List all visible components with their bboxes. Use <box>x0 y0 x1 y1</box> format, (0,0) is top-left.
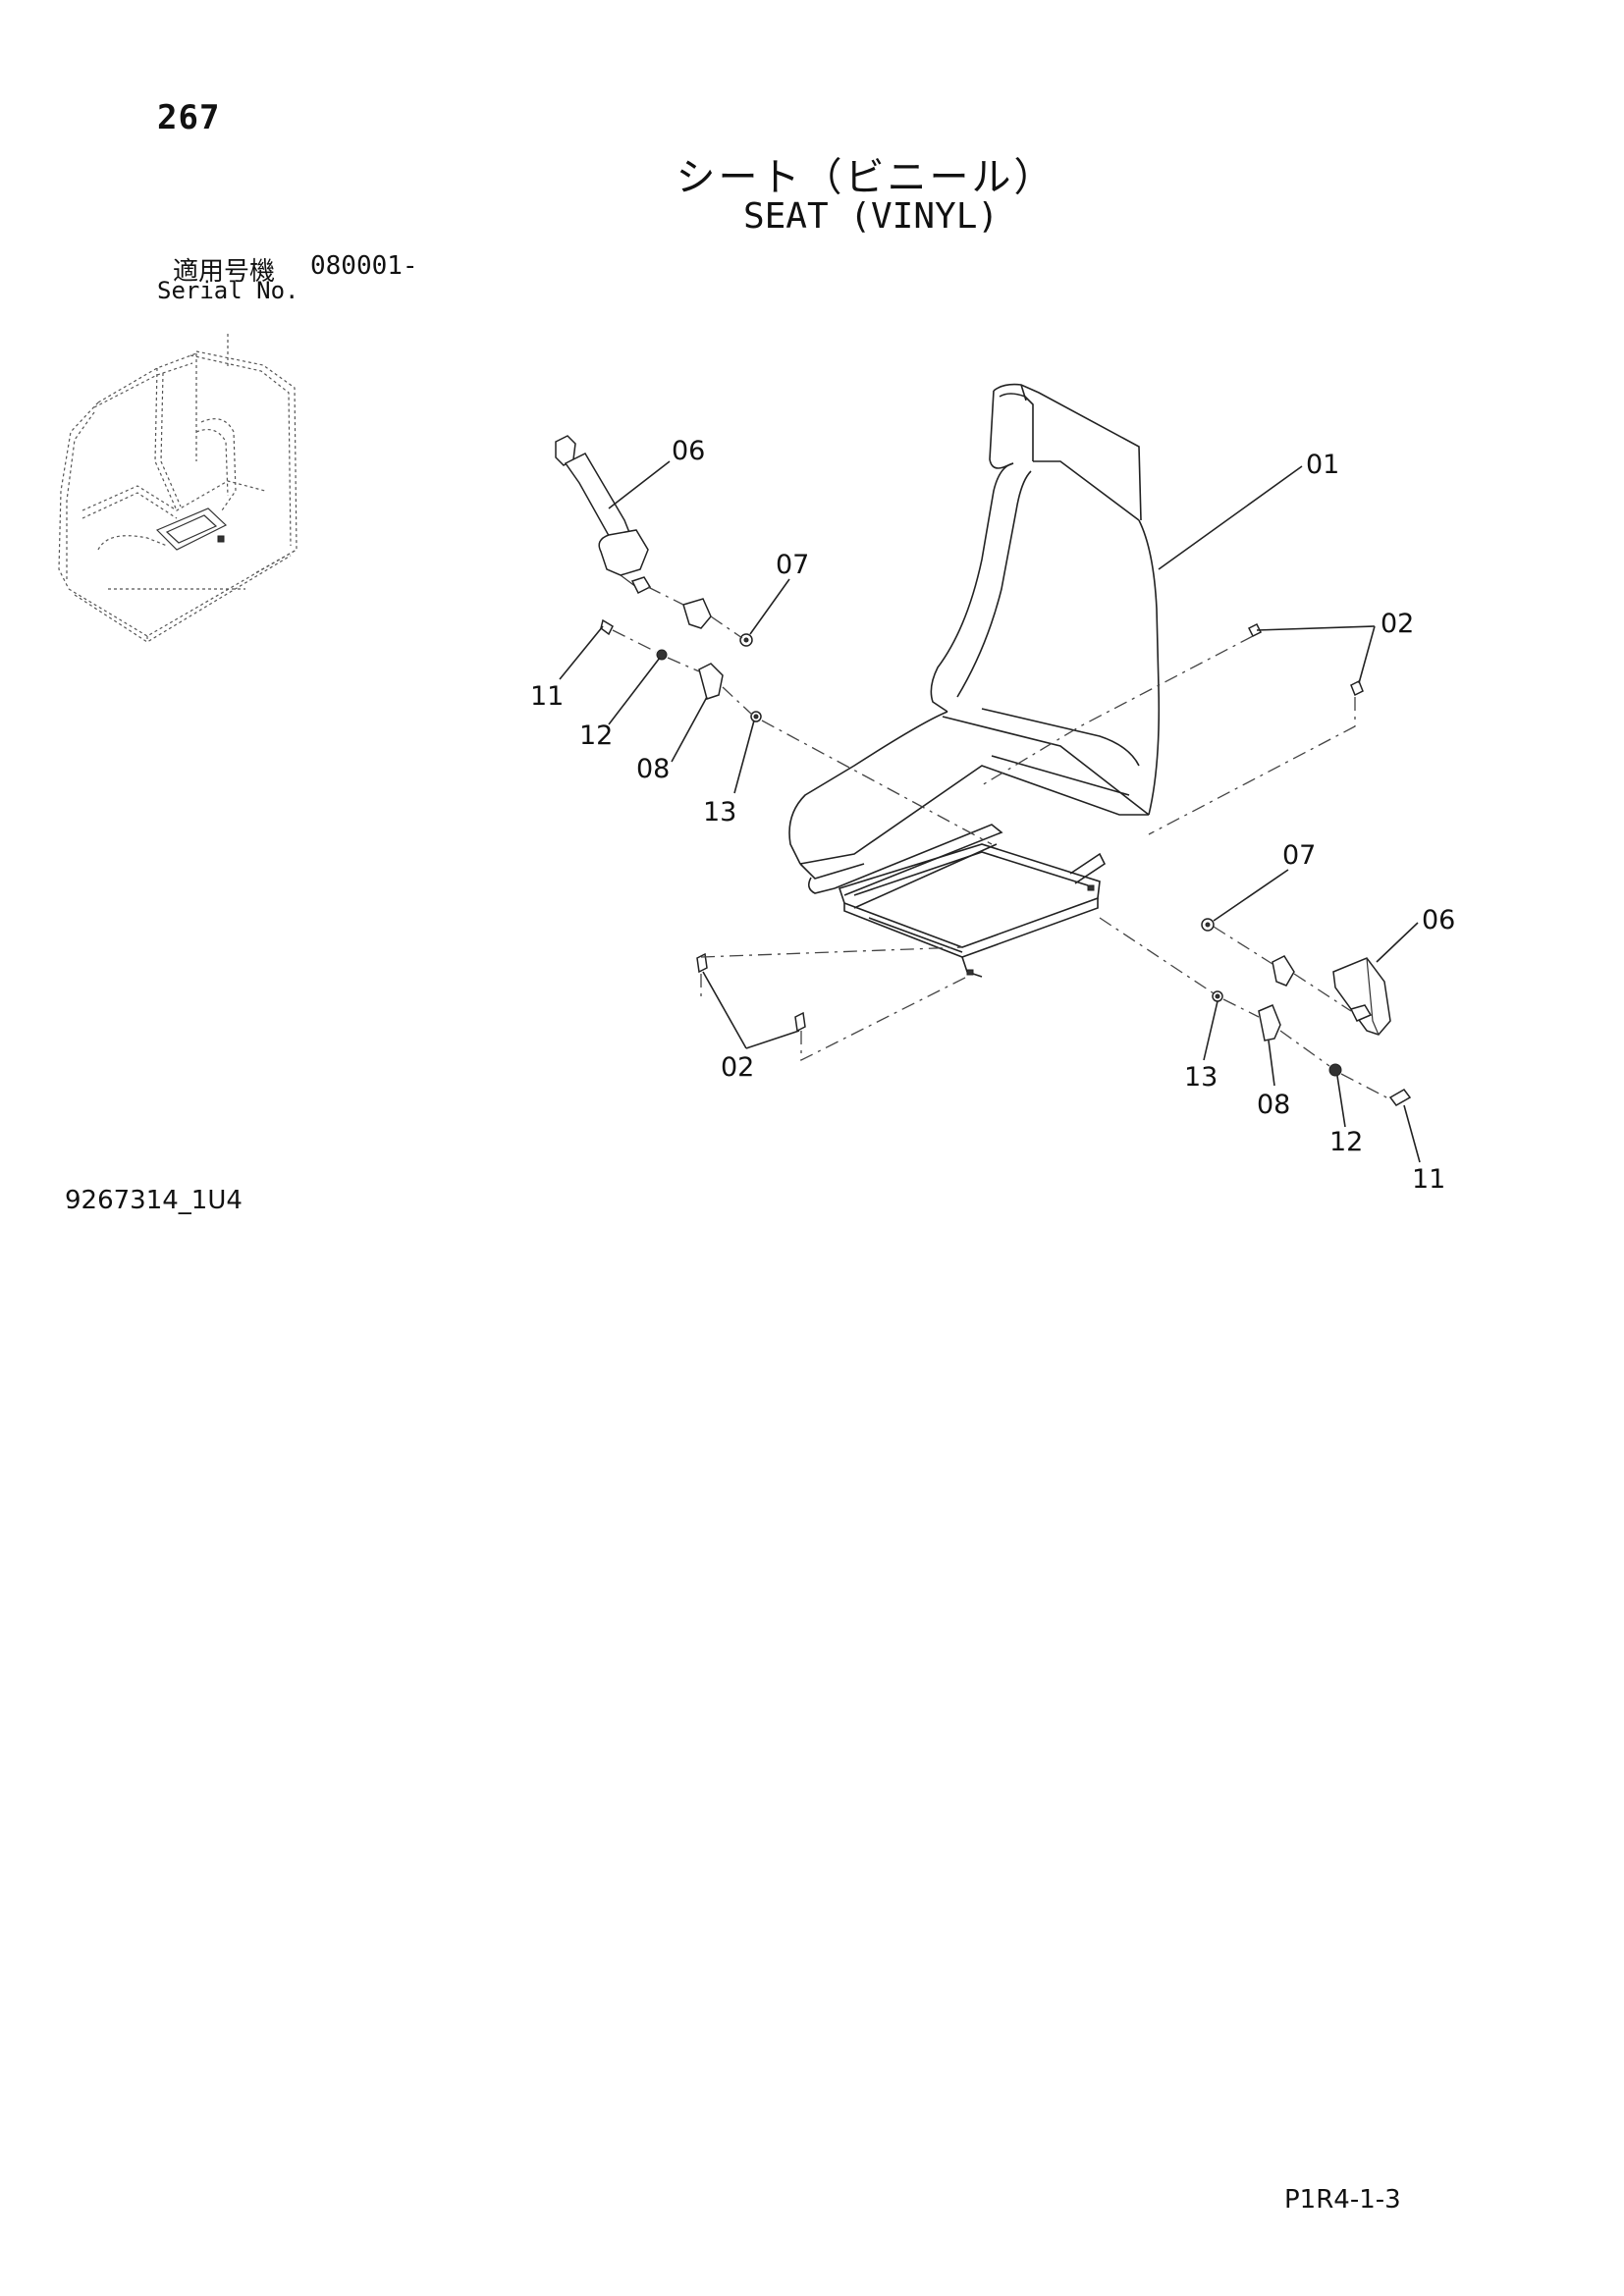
callout-02-top: 02 <box>1380 609 1414 639</box>
serial-value: 080001- <box>310 251 418 281</box>
serial-label-english: Serial No. <box>157 277 299 304</box>
right-seat-belt-parts <box>1099 917 1412 1106</box>
callout-02-bottom: 02 <box>721 1052 754 1083</box>
callout-12-right: 12 <box>1329 1127 1363 1157</box>
seat-assembly <box>788 383 1161 978</box>
page-code: P1R4-1-3 <box>1284 2185 1401 2215</box>
callout-06-right: 06 <box>1422 905 1455 935</box>
callout-07-left: 07 <box>776 550 809 580</box>
callout-07-right: 07 <box>1282 840 1316 871</box>
left-seat-belt-parts <box>555 435 993 845</box>
drawing-code: 9267314_1U4 <box>65 1186 243 1215</box>
callout-08-right: 08 <box>1257 1090 1290 1120</box>
callout-08-left: 08 <box>636 754 670 784</box>
callout-01: 01 <box>1306 450 1339 480</box>
callout-06-left: 06 <box>672 436 705 466</box>
mounting-bolts <box>696 622 1364 1062</box>
callout-13-right: 13 <box>1184 1062 1218 1093</box>
callout-11-right: 11 <box>1412 1164 1445 1195</box>
leader-lines <box>559 460 1421 1163</box>
callout-13-left: 13 <box>703 797 736 828</box>
page-number: 267 <box>157 98 221 137</box>
title-english: SEAT (VINYL) <box>742 196 1000 237</box>
callout-11-left: 11 <box>530 681 564 712</box>
title-japanese: シート（ビニール） <box>676 155 1056 200</box>
cab-locator-thumbnail <box>58 334 298 643</box>
callout-12-left: 12 <box>579 721 613 751</box>
serial-label-japanese: 適用号機 <box>173 257 276 287</box>
